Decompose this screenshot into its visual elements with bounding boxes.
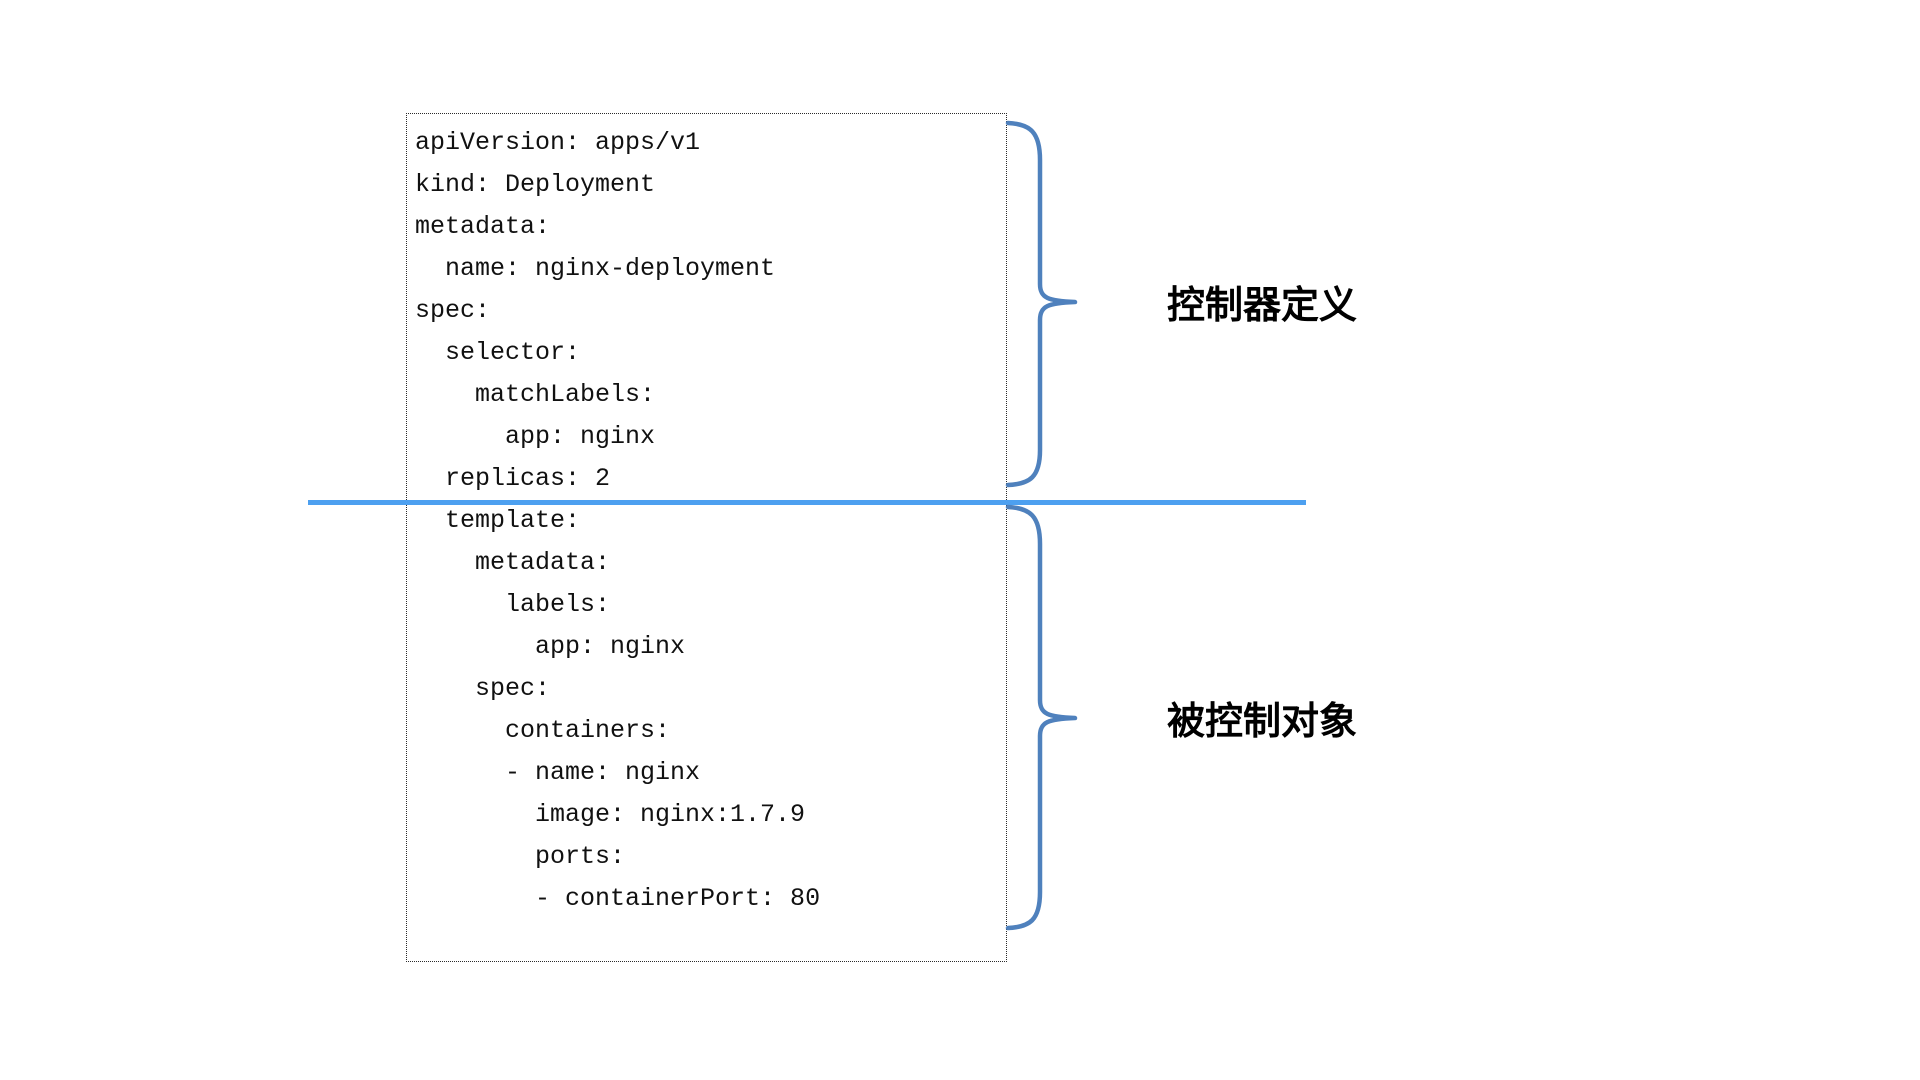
- yaml-code: apiVersion: apps/v1 kind: Deployment met…: [415, 128, 821, 913]
- label-controlled-object: 被控制对象: [1167, 701, 1358, 743]
- curly-brace-top-icon: [1005, 120, 1078, 488]
- yaml-code-box: apiVersion: apps/v1 kind: Deployment met…: [406, 113, 1007, 962]
- label-controller-definition: 控制器定义: [1167, 285, 1358, 327]
- curly-brace-bottom-icon: [1005, 504, 1078, 931]
